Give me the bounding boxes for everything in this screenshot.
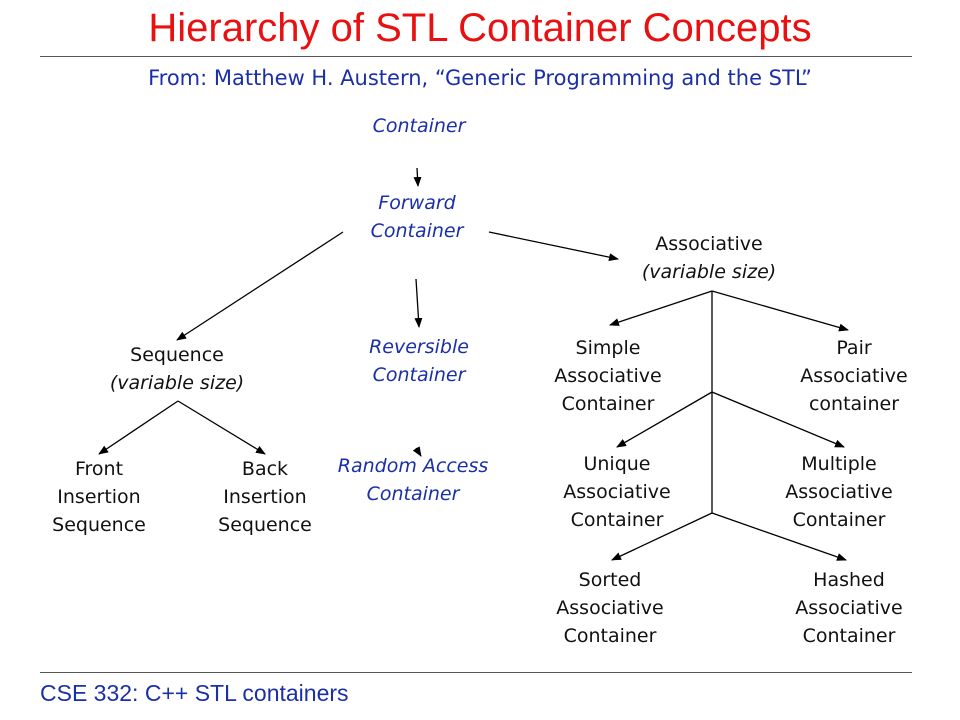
arrow-assoc-simple <box>609 290 713 326</box>
slide-footer: CSE 332: C++ STL containers <box>40 680 349 706</box>
arrow-sequence-back <box>177 400 266 455</box>
arrow-assoc-sorted <box>611 512 713 561</box>
arrow-container-forward <box>413 167 422 187</box>
arrow-assoc-unique <box>616 391 713 448</box>
arrow-reversible-random <box>412 446 422 457</box>
arrow-sequence-front <box>98 400 179 455</box>
node-associative: Associative(variable size) <box>641 233 777 283</box>
slide-subtitle: From: Matthew H. Austern, “Generic Progr… <box>148 66 812 90</box>
title-divider <box>40 56 912 57</box>
node-container: Container <box>372 115 466 137</box>
arrow-assoc-pair <box>711 290 849 332</box>
footer-divider <box>40 672 912 673</box>
arrow-assoc-multiple <box>711 391 845 448</box>
slide-title: Hierarchy of STL Container Concepts <box>148 6 812 50</box>
arrow-forward-associative <box>488 231 619 262</box>
arrow-forward-sequence <box>176 231 344 341</box>
arrow-forward-reversible <box>414 278 423 328</box>
arrow-assoc-hashed <box>711 512 847 561</box>
node-sequence: Sequence(variable size) <box>109 344 245 394</box>
